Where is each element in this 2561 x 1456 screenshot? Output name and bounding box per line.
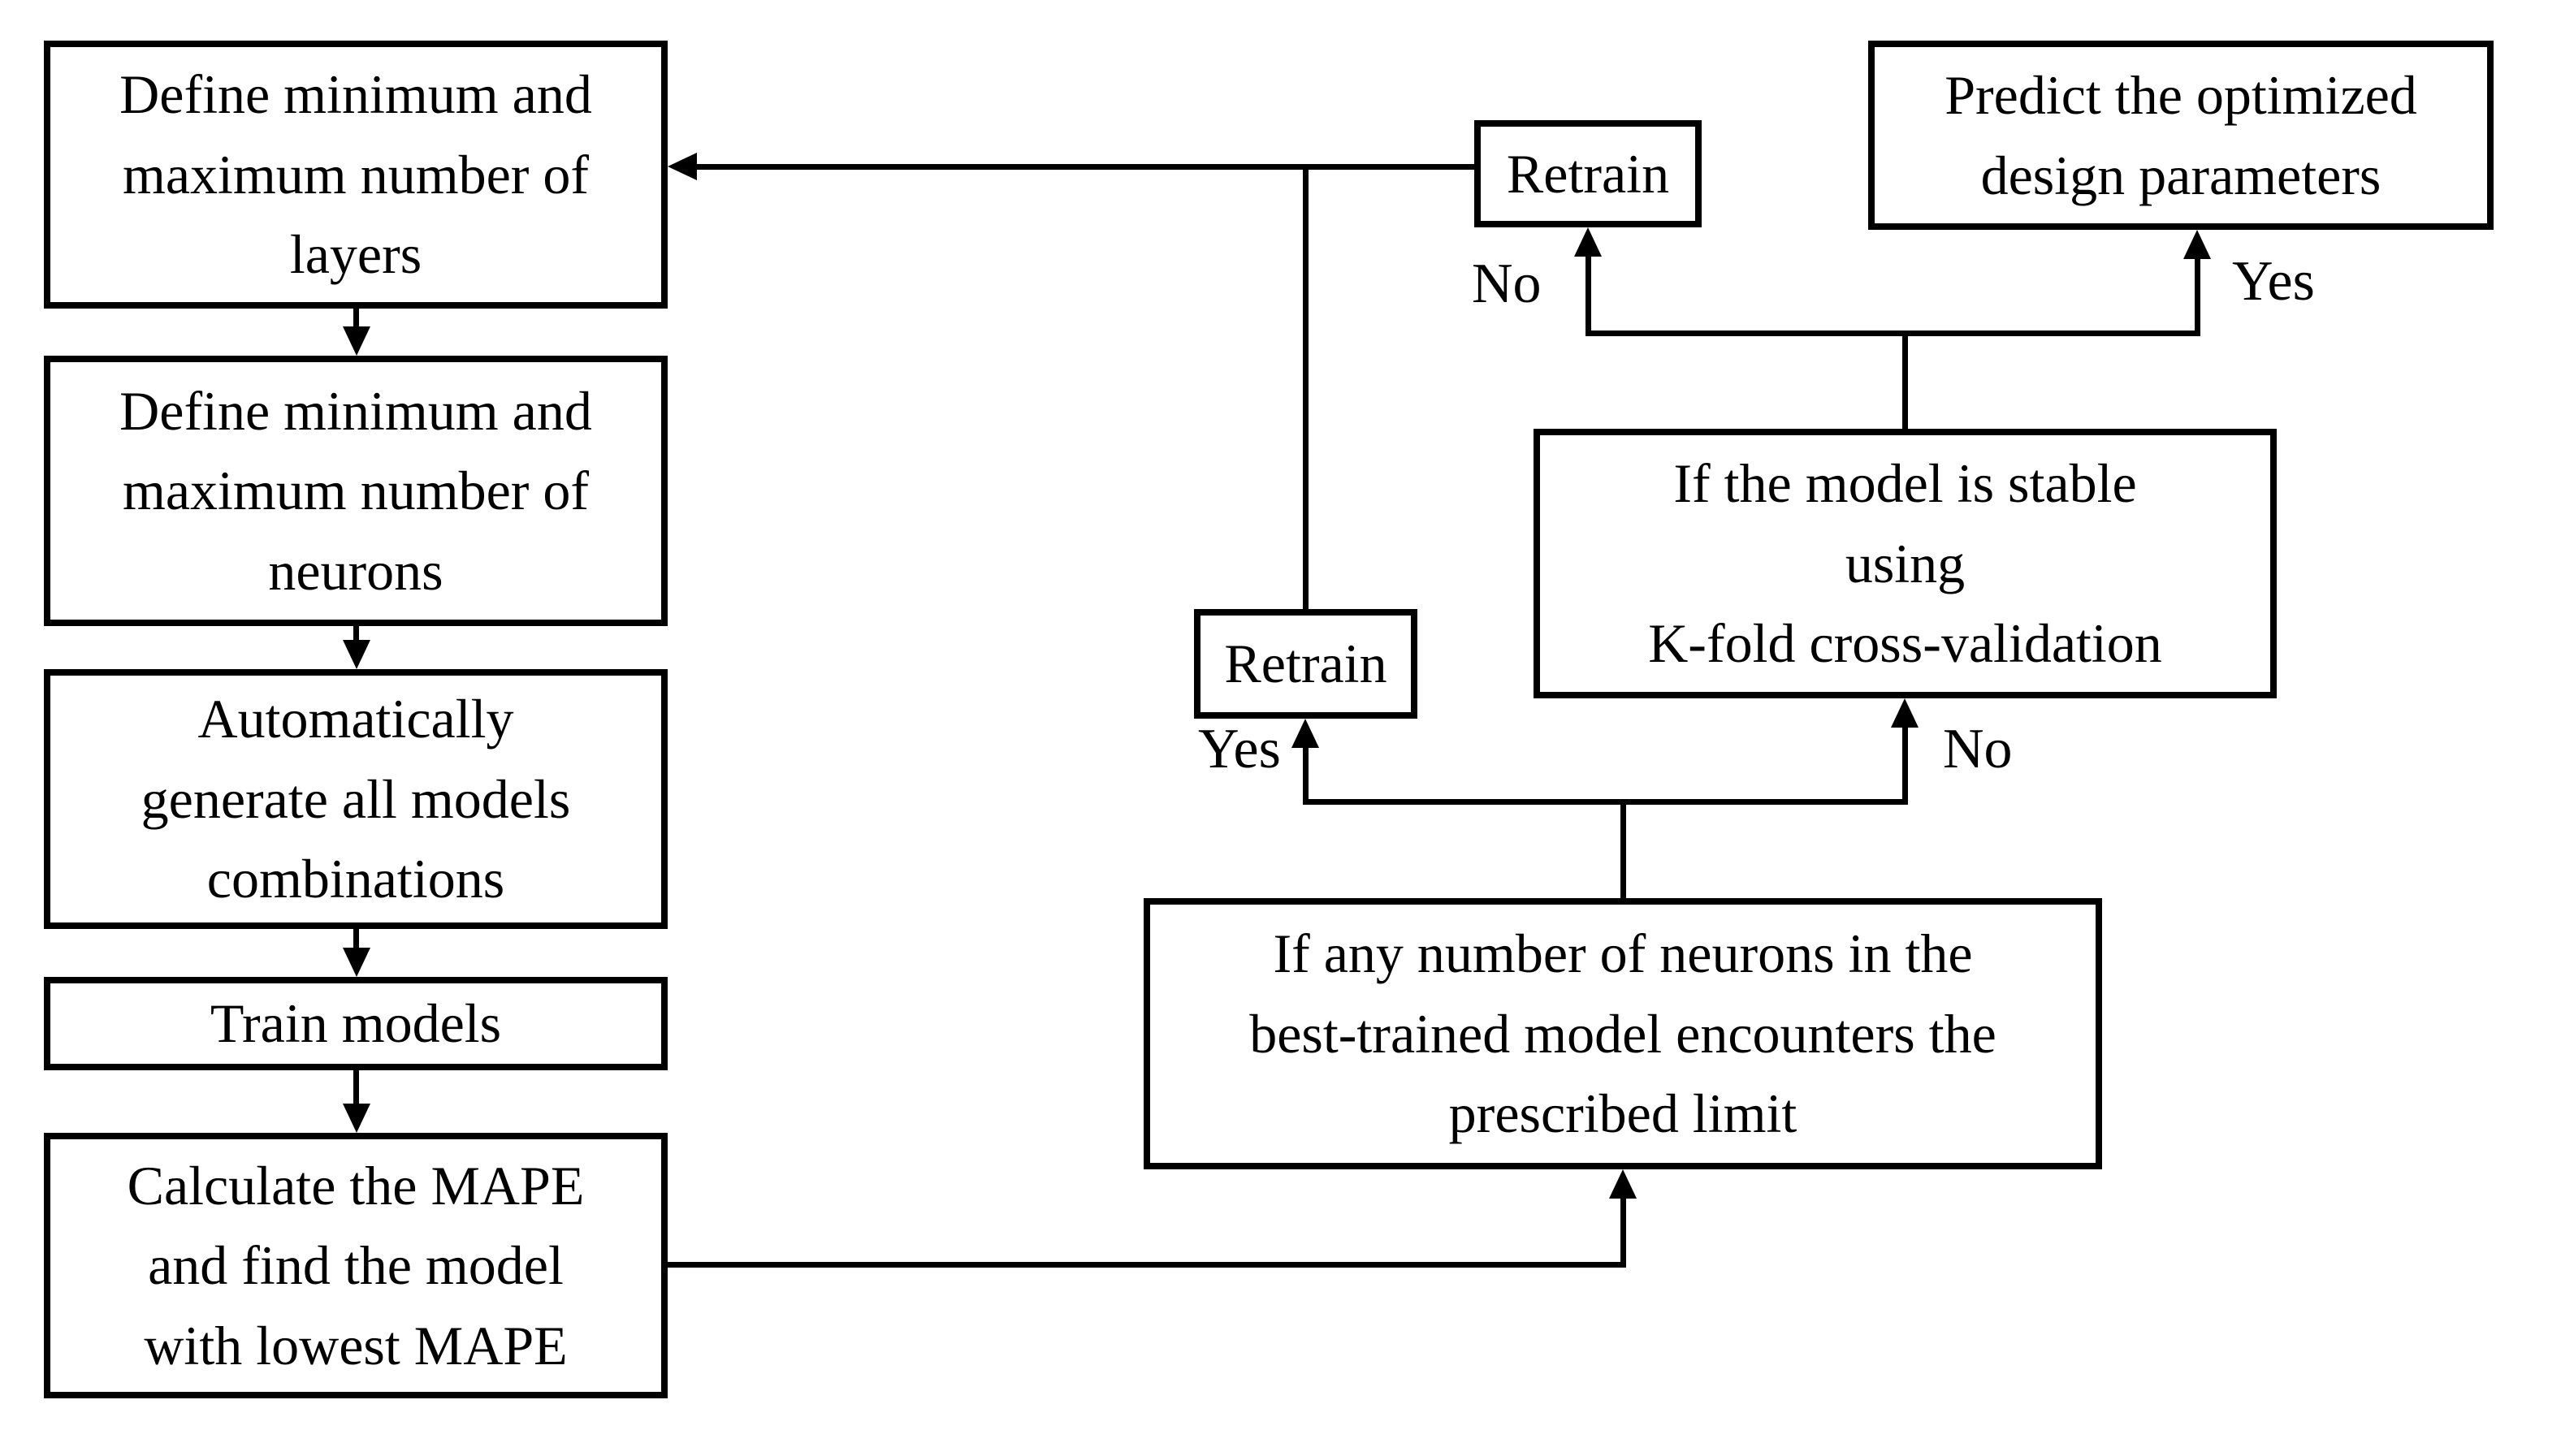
edge-yes-branch-line <box>2195 254 2200 333</box>
edge-no-branch-line <box>1585 252 1591 333</box>
edge-layers-to-neurons-line <box>353 309 359 333</box>
node-retrain-top-label: Retrain <box>1506 142 1670 205</box>
node-calculate-mape: Calculate the MAPE and find the model wi… <box>44 1133 668 1398</box>
edge-retrain-mid-up-line <box>1303 164 1309 609</box>
label-stability-yes: Yes <box>2232 250 2315 313</box>
node-define-neurons-label: Define minimum and maximum number of neu… <box>119 379 592 602</box>
label-limit-no: No <box>1943 718 2013 780</box>
edge-yes-mid-line <box>1303 743 1309 801</box>
arrowhead-into-generate-models <box>343 640 370 669</box>
node-neuron-limit-check-label: If any number of neurons in the best-tra… <box>1249 922 1996 1145</box>
node-predict: Predict the optimized design parameters <box>1868 41 2494 230</box>
edge-neurons-to-generate-line <box>353 626 359 646</box>
node-retrain-top: Retrain <box>1474 120 1702 227</box>
edge-lower-split-hline <box>1303 799 1908 805</box>
edge-no-mid-line <box>1902 723 1908 801</box>
node-retrain-mid-label: Retrain <box>1224 633 1387 695</box>
node-stability-check: If the model is stable using K-fold cros… <box>1534 429 2277 698</box>
arrowhead-into-define-neurons <box>343 326 370 356</box>
edge-mape-to-limit-vline <box>1620 1194 1626 1267</box>
node-define-layers-label: Define minimum and maximum number of lay… <box>119 63 592 286</box>
node-retrain-mid: Retrain <box>1194 609 1417 719</box>
node-predict-label: Predict the optimized design parameters <box>1945 63 2417 206</box>
edge-upper-split-hline <box>1585 331 2200 336</box>
edge-generate-to-train-line <box>353 929 359 952</box>
node-define-neurons: Define minimum and maximum number of neu… <box>44 356 668 626</box>
node-train-models-label: Train models <box>210 992 502 1055</box>
arrowhead-into-predict <box>2183 230 2211 259</box>
arrowhead-into-retrain-top <box>1574 227 1602 257</box>
arrowhead-into-calculate-mape <box>343 1104 370 1133</box>
node-define-layers: Define minimum and maximum number of lay… <box>44 41 668 309</box>
arrowhead-into-train-models <box>343 948 370 977</box>
node-generate-models: Automatically generate all models combin… <box>44 669 668 929</box>
node-neuron-limit-check: If any number of neurons in the best-tra… <box>1144 898 2102 1169</box>
node-train-models: Train models <box>44 977 668 1070</box>
edge-retrain-loop-hline <box>692 164 1474 170</box>
arrowhead-into-retrain-mid <box>1291 719 1319 748</box>
node-stability-check-label: If the model is stable using K-fold cros… <box>1648 452 2162 675</box>
edge-mape-to-limit-hline <box>668 1262 1626 1268</box>
edge-stability-up-line <box>1902 333 1908 429</box>
edge-train-to-mape-line <box>353 1070 359 1108</box>
arrowhead-into-neuron-limit-check <box>1609 1169 1637 1199</box>
label-limit-yes: Yes <box>1198 718 1281 780</box>
arrowhead-into-stability-check <box>1891 698 1919 728</box>
node-generate-models-label: Automatically generate all models combin… <box>141 688 571 910</box>
node-calculate-mape-label: Calculate the MAPE and find the model wi… <box>127 1154 585 1376</box>
edge-limit-up-line <box>1620 801 1626 898</box>
label-stability-no: No <box>1472 253 1542 315</box>
